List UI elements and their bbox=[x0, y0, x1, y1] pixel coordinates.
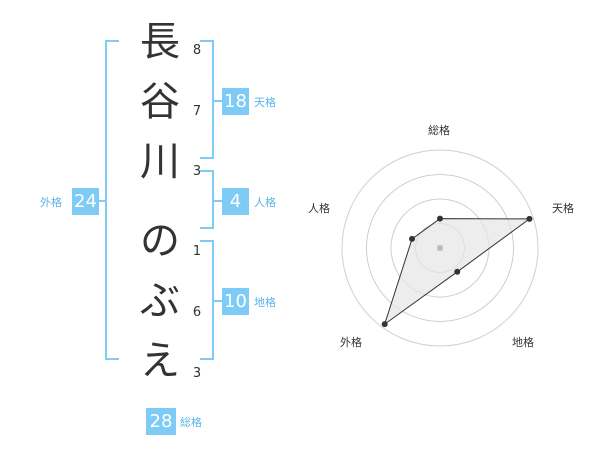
name-char-5: ぶ bbox=[140, 278, 180, 324]
radar-point-3 bbox=[454, 268, 461, 275]
chikaku-label: 地格 bbox=[254, 296, 276, 309]
radar-point-1 bbox=[437, 215, 443, 222]
radar-axis-label-soukaku: 総格 bbox=[428, 124, 450, 137]
jinkaku-connector bbox=[212, 200, 222, 202]
gaikaku-value-badge: 24 bbox=[72, 188, 99, 215]
radar-ring-1 bbox=[341, 149, 539, 347]
radar-axis-label-chikaku: 地格 bbox=[512, 336, 534, 349]
gaikaku-label: 外格 bbox=[40, 196, 62, 209]
radar-point-4 bbox=[381, 321, 388, 328]
stroke-count-6: 3 bbox=[192, 366, 202, 381]
stroke-count-2: 7 bbox=[192, 104, 202, 119]
radar-point-5 bbox=[409, 235, 416, 242]
tenkaku-value-badge: 18 bbox=[222, 88, 249, 115]
soukaku-value-badge: 28 bbox=[146, 408, 176, 435]
radar-center-dot bbox=[437, 245, 443, 251]
name-char-1: 長 bbox=[140, 19, 180, 65]
stroke-count-3: 3 bbox=[192, 164, 202, 179]
radar-axis-label-jinkaku: 人格 bbox=[308, 202, 330, 215]
chikaku-connector bbox=[212, 300, 222, 302]
radar-axis-label-tenkaku: 天格 bbox=[552, 202, 574, 215]
tenkaku-label: 天格 bbox=[254, 96, 276, 109]
stroke-count-5: 6 bbox=[192, 305, 202, 320]
jinkaku-bracket bbox=[200, 170, 214, 229]
name-char-6: え bbox=[140, 338, 180, 384]
radar-ring-2 bbox=[366, 174, 514, 322]
name-char-4: の bbox=[140, 218, 180, 264]
radar-points bbox=[381, 215, 533, 328]
radar-point-2 bbox=[526, 215, 533, 222]
chikaku-value-badge: 10 bbox=[222, 288, 249, 315]
stroke-count-4: 1 bbox=[192, 244, 202, 259]
name-char-2: 谷 bbox=[140, 79, 180, 125]
soukaku-label: 総格 bbox=[180, 416, 202, 429]
radar-axis-label-gaikaku: 外格 bbox=[340, 336, 362, 349]
tenkaku-connector bbox=[212, 100, 222, 102]
tenkaku-bracket bbox=[200, 40, 214, 159]
jinkaku-value-badge: 4 bbox=[222, 188, 249, 215]
stroke-count-1: 8 bbox=[192, 43, 202, 58]
jinkaku-label: 人格 bbox=[254, 196, 276, 209]
name-char-3: 川 bbox=[140, 139, 180, 185]
